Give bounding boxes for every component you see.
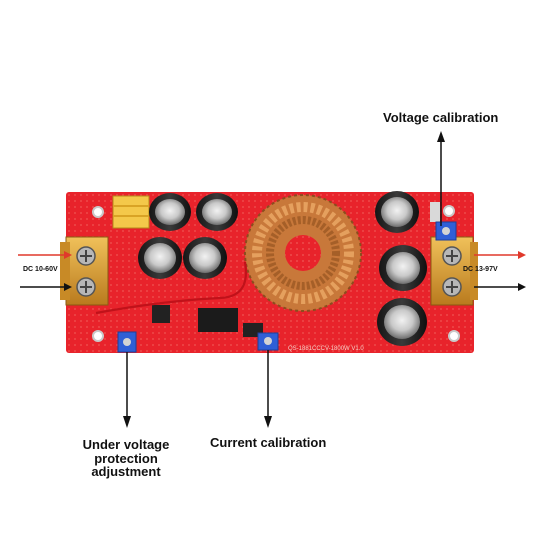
mounting-holes bbox=[92, 205, 460, 342]
ic-chips bbox=[152, 202, 440, 337]
under-voltage-line-1: Under voltage bbox=[82, 437, 170, 452]
input-range-label: DC 10-60V bbox=[23, 266, 58, 273]
red-wire bbox=[95, 261, 247, 315]
output-range-label: DC 13-97V bbox=[463, 266, 498, 273]
under-voltage-line-3: adjustment bbox=[91, 464, 161, 480]
voltage-calibration-label: Voltage calibration bbox=[383, 110, 499, 125]
input-capacitors bbox=[138, 193, 238, 279]
input-terminal-block bbox=[60, 236, 109, 306]
trim-potentiometers bbox=[117, 221, 457, 353]
callout-arrows bbox=[123, 131, 445, 428]
board-model-silkscreen: QS-1881CCCV-1800W V1.0 bbox=[288, 346, 364, 352]
under-voltage-line-2: protection bbox=[94, 450, 158, 466]
output-capacitors bbox=[375, 191, 427, 346]
current-calibration-label: Current calibration bbox=[210, 435, 327, 450]
output-terminal-block bbox=[430, 236, 478, 306]
toroid-inductor bbox=[244, 194, 362, 312]
yellow-components bbox=[112, 195, 150, 229]
output-arrows bbox=[474, 251, 526, 291]
input-arrows bbox=[18, 251, 72, 291]
under-voltage-label: Under voltage protection adjustment bbox=[70, 438, 182, 479]
